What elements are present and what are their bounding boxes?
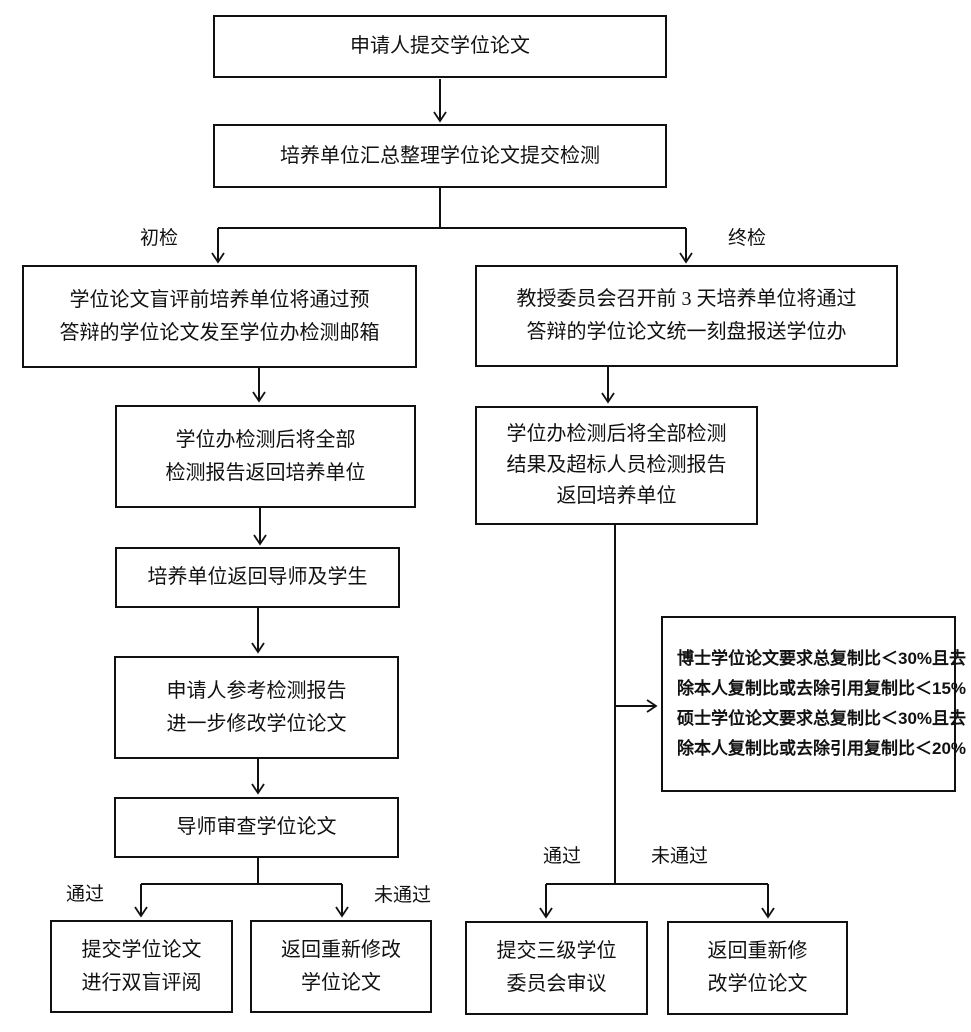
node-text-line: 返回重新修 xyxy=(707,940,808,962)
edge-label-final-check: 终检 xyxy=(728,228,767,249)
node-text-line: 进一步修改学位论文 xyxy=(166,712,347,735)
node-text-line: 结果及超标人员检测报告 xyxy=(506,454,727,476)
node-text-line: 学位办检测后将全部 xyxy=(175,428,356,451)
node-text-line: 委员会审议 xyxy=(506,973,607,995)
node-text-line: 教授委员会召开前 3 天培养单位将通过 xyxy=(516,288,857,310)
node-student-revise: 申请人参考检测报告 进一步修改学位论文 xyxy=(114,656,399,759)
node-text-line: 返回培养单位 xyxy=(556,485,677,507)
node-threshold-note: 博士学位论文要求总复制比＜30%且去 除本人复制比或去除引用复制比＜15% 硕士… xyxy=(661,616,966,792)
node-text-line: 硕士学位论文要求总复制比＜30%且去 xyxy=(677,709,967,728)
node-text-line: 申请人提交学位论文 xyxy=(350,35,530,57)
node-initial-return: 学位办检测后将全部 检测报告返回培养单位 xyxy=(115,405,416,508)
node-text-line: 除本人复制比或去除引用复制比＜20% xyxy=(677,739,967,758)
node-collect-thesis: 培养单位汇总整理学位论文提交检测 xyxy=(213,124,667,188)
node-text-line: 答辩的学位论文统一刻盘报送学位办 xyxy=(526,321,847,343)
edge-label-initial-check: 初检 xyxy=(140,228,179,249)
node-text-line: 申请人参考检测报告 xyxy=(166,679,347,702)
node-supervisor-review: 导师审查学位论文 xyxy=(114,797,399,858)
node-text-line: 检测报告返回培养单位 xyxy=(165,461,366,484)
node-text-line: 培养单位返回导师及学生 xyxy=(147,566,368,588)
node-text-line: 学位办检测后将全部检测 xyxy=(506,423,727,445)
node-rerevise-left: 返回重新修改 学位论文 xyxy=(250,920,432,1013)
node-unit-return: 培养单位返回导师及学生 xyxy=(115,547,400,608)
node-text-line: 学位论文盲评前培养单位将通过预 xyxy=(69,288,370,311)
node-text-line: 培养单位汇总整理学位论文提交检测 xyxy=(280,144,600,167)
node-text-line: 进行双盲评阅 xyxy=(81,971,202,994)
node-final-send: 教授委员会召开前 3 天培养单位将通过 答辩的学位论文统一刻盘报送学位办 xyxy=(475,265,898,367)
edge-label-fail-right: 未通过 xyxy=(651,846,709,867)
node-text-line: 改学位论文 xyxy=(707,973,808,995)
node-submit-thesis: 申请人提交学位论文 xyxy=(213,15,667,78)
node-text-line: 返回重新修改 xyxy=(281,938,401,961)
node-text-line: 导师审查学位论文 xyxy=(176,816,337,838)
node-blind-review: 提交学位论文 进行双盲评阅 xyxy=(50,920,233,1013)
node-initial-send: 学位论文盲评前培养单位将通过预 答辩的学位论文发至学位办检测邮箱 xyxy=(22,265,417,368)
node-text-line: 除本人复制比或去除引用复制比＜15% xyxy=(677,679,967,698)
node-rerevise-right: 返回重新修 改学位论文 xyxy=(667,921,848,1015)
node-final-return: 学位办检测后将全部检测 结果及超标人员检测报告 返回培养单位 xyxy=(475,406,758,525)
node-committee-review: 提交三级学位 委员会审议 xyxy=(465,921,648,1015)
node-text-line: 提交学位论文 xyxy=(81,938,202,961)
node-text-line: 博士学位论文要求总复制比＜30%且去 xyxy=(677,649,967,668)
edge-label-fail-left: 未通过 xyxy=(374,885,432,906)
edge-label-pass-left: 通过 xyxy=(66,884,105,905)
node-text-line: 提交三级学位 xyxy=(496,940,617,962)
node-text-line: 答辩的学位论文发至学位办检测邮箱 xyxy=(59,321,380,344)
node-text-line: 学位论文 xyxy=(301,971,381,994)
edge-label-pass-right: 通过 xyxy=(543,846,582,867)
